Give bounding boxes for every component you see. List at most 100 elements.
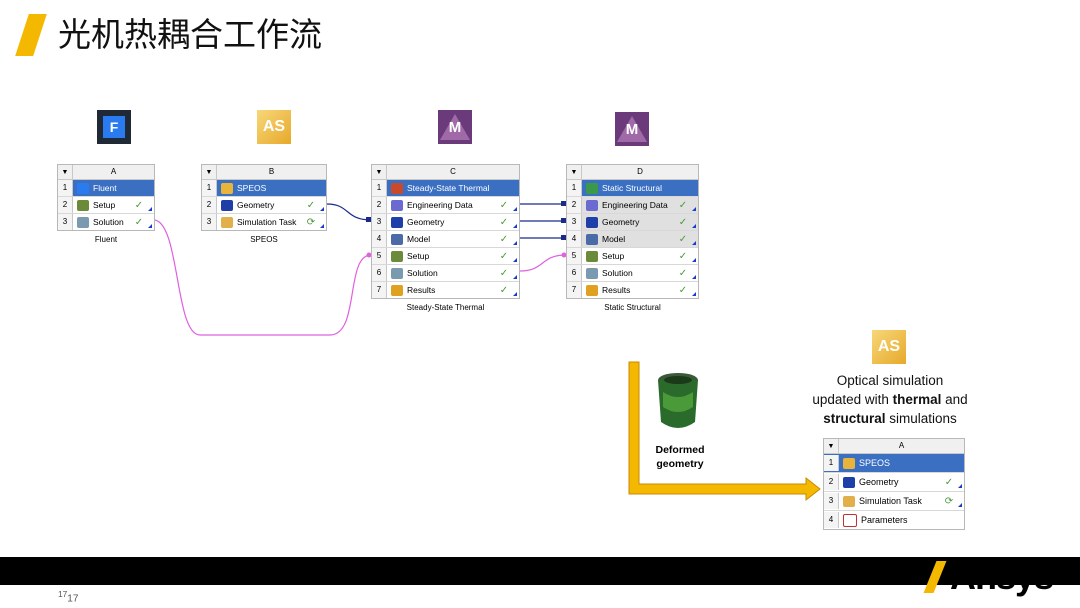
- link-end-d4: [561, 235, 566, 240]
- link-b-geometry-to-c-geometry: [326, 203, 372, 221]
- fluent-letter: F: [103, 116, 125, 138]
- status-check-icon: ✓: [678, 199, 688, 211]
- results-icon: [391, 284, 403, 296]
- model-icon: [586, 233, 598, 245]
- speos-app-icon-right: AS: [872, 330, 906, 364]
- speos-app-icon: AS: [257, 110, 291, 144]
- status-check-icon: ✓: [499, 216, 509, 228]
- deformed-geometry-model: [658, 373, 698, 428]
- optical-simulation-description: Optical simulation updated with thermal …: [812, 373, 968, 426]
- system-c-letter: C: [450, 167, 456, 176]
- status-check-icon: ✓: [499, 250, 509, 262]
- footer-bar: [0, 557, 1080, 585]
- solution-icon: [391, 267, 403, 279]
- setup-icon: [586, 250, 598, 262]
- logo-text: Ansys: [950, 556, 1054, 597]
- system-e-menu-arrow[interactable]: ▼: [824, 439, 839, 453]
- system-a-menu-arrow[interactable]: ▼: [58, 165, 73, 179]
- status-check-icon: ✓: [678, 233, 688, 245]
- system-b-menu-arrow[interactable]: ▼: [202, 165, 217, 179]
- link-a-solution-to-c-setup: [154, 219, 372, 336]
- deformed-geometry-arrow: [628, 361, 821, 502]
- system-d-menu-arrow[interactable]: ▼: [567, 165, 582, 179]
- status-check-icon: ✓: [678, 267, 688, 279]
- link-end-c5: [366, 252, 372, 258]
- parameters-icon: [843, 513, 857, 527]
- mechanical-letter-2: M: [625, 120, 639, 138]
- slide-title: 光机热耦合工作流: [58, 15, 322, 54]
- fluent-app-icon: F: [97, 110, 131, 144]
- thermal-icon: [391, 182, 403, 194]
- geometry-icon: [221, 199, 233, 211]
- link-end-d2: [561, 201, 566, 206]
- status-check-icon: ✓: [678, 250, 688, 262]
- speos-icon: [221, 182, 233, 194]
- mechanical-app-icon: M: [438, 110, 472, 144]
- page-number: 1717: [58, 589, 79, 605]
- system-b-caption: SPEOS: [250, 235, 278, 244]
- link-end-d5: [561, 252, 567, 258]
- geometry-icon: [843, 476, 855, 488]
- fluent-icon: [77, 182, 89, 194]
- geometry-icon: [391, 216, 403, 228]
- status-check-icon: ✓: [678, 284, 688, 296]
- status-check-icon: ✓: [499, 199, 509, 211]
- geometry-icon: [586, 216, 598, 228]
- status-check-icon: ✓: [499, 284, 509, 296]
- status-refresh-icon: ⟳: [944, 495, 954, 507]
- system-b-letter: B: [268, 167, 275, 176]
- setup-icon: [77, 199, 89, 211]
- speos-icon: [843, 457, 855, 469]
- system-c-menu-arrow[interactable]: ▼: [372, 165, 387, 179]
- status-check-icon: ✓: [499, 267, 509, 279]
- status-refresh-icon: ⟳: [306, 216, 316, 228]
- link-end-c3: [366, 217, 371, 222]
- system-a-letter: A: [110, 167, 117, 176]
- status-check-icon: ✓: [134, 216, 144, 228]
- simulation-task-icon: [843, 495, 855, 507]
- mechanical-letter: M: [448, 118, 462, 136]
- speos-letters: AS: [262, 118, 286, 135]
- system-e-letter: A: [898, 441, 905, 450]
- setup-icon: [391, 250, 403, 262]
- speos-letters-right: AS: [877, 338, 901, 355]
- system-a-caption: Fluent: [94, 235, 118, 244]
- status-check-icon: ✓: [134, 199, 144, 211]
- status-check-icon: ✓: [944, 476, 954, 488]
- model-icon: [391, 233, 403, 245]
- status-check-icon: ✓: [499, 233, 509, 245]
- system-c-caption: Steady-State Thermal: [406, 303, 485, 312]
- mechanical-app-icon-2: M: [615, 112, 649, 146]
- solution-icon: [586, 267, 598, 279]
